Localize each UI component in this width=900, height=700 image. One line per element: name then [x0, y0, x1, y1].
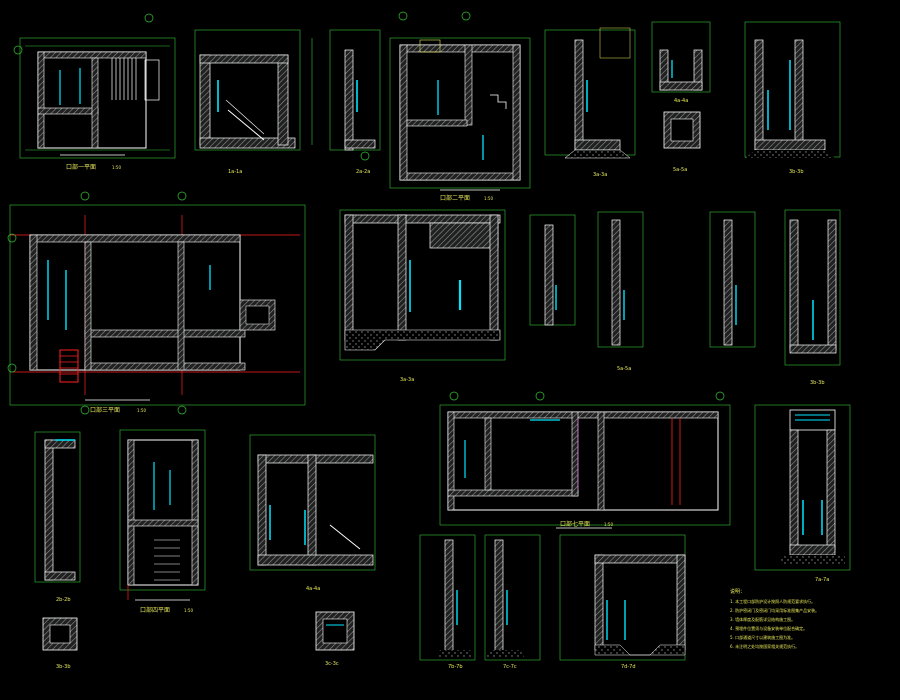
section-narrow-2	[597, 211, 644, 348]
section-4a-drawing	[651, 21, 711, 93]
notes-line: 4. 预埋件位置须与设备安装单位配合确定。	[730, 626, 808, 631]
section-4a-lower-label: 4a-4a	[306, 586, 320, 592]
notes-line: 5. 口部通道尺寸以建筑施工图为准。	[730, 635, 796, 640]
notes-line: 2. 防护密闭门及密闭门均采用标准图集产品安装。	[730, 608, 820, 613]
section-2a-drawing	[329, 29, 381, 161]
plan-1-scale: 1:50	[112, 165, 121, 170]
section-7a-drawing	[754, 404, 851, 571]
section-3c-label: 3c-3c	[325, 661, 339, 667]
section-3a-drawing	[544, 27, 636, 159]
plan-2-scale: 1:50	[484, 196, 493, 201]
section-3a-middle-label: 3a-3a	[400, 377, 414, 383]
section-7d-drawing	[559, 534, 686, 661]
section-3b-middle-drawing	[784, 209, 841, 366]
section-1a-label: 1a-1a	[228, 169, 242, 175]
plan-4-scale: 1:50	[184, 608, 193, 613]
section-7b-drawing	[419, 534, 476, 661]
plan-7-scale: 1:50	[604, 522, 613, 527]
plan-2-title: 口部二平面	[440, 194, 470, 202]
plan-4-title: 口部四平面	[140, 606, 170, 614]
section-5a-label: 5a-5a	[673, 167, 687, 173]
plan-3-scale: 1:50	[137, 408, 146, 413]
section-3b-upper-drawing	[744, 21, 841, 158]
section-3b-middle-label: 3b-3b	[810, 380, 825, 386]
notes-line: 3. 墙体厚度及配筋详见结构施工图。	[730, 617, 796, 622]
section-7c-drawing	[484, 534, 541, 661]
plan-1-drawing	[13, 13, 176, 159]
section-2b-label: 2b-2b	[56, 597, 71, 603]
plan-2-drawing	[389, 11, 531, 191]
small-plan-c	[315, 611, 355, 651]
plan-4-drawing	[119, 429, 206, 601]
plan-3-drawing	[7, 191, 306, 415]
plan-7-drawing	[439, 391, 731, 529]
section-3b-lower-label: 3b-3b	[56, 664, 71, 670]
notes-title: 说明：	[730, 589, 746, 595]
section-7b-label: 7b-7b	[448, 664, 463, 670]
section-2b-drawing	[34, 431, 81, 583]
section-7c-label: 7c-7c	[503, 664, 517, 670]
plan-3-title: 口部三平面	[90, 406, 120, 414]
section-narrow-3	[709, 211, 756, 348]
section-7d-label: 7d-7d	[621, 664, 636, 670]
section-3a-label: 3a-3a	[593, 172, 607, 178]
section-4a-lower-drawing	[249, 434, 376, 571]
plan-7-title: 口部七平面	[560, 520, 590, 528]
section-narrow-1	[529, 214, 576, 326]
section-3b-upper-label: 3b-3b	[789, 169, 804, 175]
notes-line: 6. 未注明之处均按国家相关规范执行。	[730, 644, 800, 649]
section-7a-label: 7a-7a	[815, 577, 829, 583]
section-1a-drawing	[194, 29, 313, 151]
general-notes: 说明： 1. 本工程口部防护设计按照人防规范要求执行。 2. 防护密闭门及密闭门…	[730, 588, 895, 651]
section-3a-middle-drawing	[339, 209, 506, 361]
notes-line: 1. 本工程口部防护设计按照人防规范要求执行。	[730, 599, 816, 604]
small-plan-b	[42, 617, 78, 651]
section-4a-label: 4a-4a	[674, 98, 688, 104]
small-plan-a	[663, 111, 701, 149]
section-5a-middle-label: 5a-5a	[617, 366, 631, 372]
plan-1-title: 口部一平面	[66, 163, 96, 171]
section-2a-label: 2a-2a	[356, 169, 370, 175]
